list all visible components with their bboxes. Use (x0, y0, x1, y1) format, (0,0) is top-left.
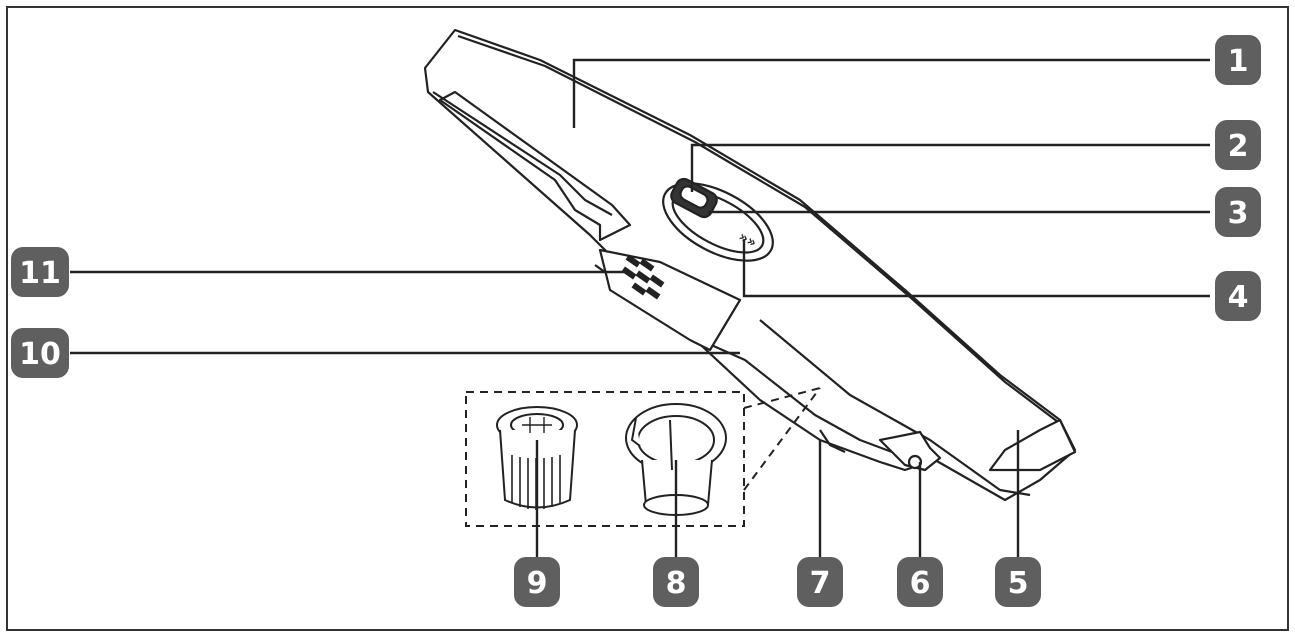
air-vent (621, 254, 665, 300)
vacuum-top-ridge (457, 34, 1063, 426)
accessory-inset-box (465, 391, 745, 527)
callout-6-number: 6 (910, 566, 931, 601)
callout-7: 7 (797, 557, 843, 607)
callout-10-badge (11, 328, 69, 378)
leader-lines (70, 58, 1210, 568)
callout-11: 11 (11, 247, 69, 297)
callout-5-badge (995, 557, 1041, 607)
holder-rib (669, 419, 673, 471)
accessory-inset (465, 387, 821, 527)
power-button-face (679, 185, 709, 209)
callout-8-number: 8 (666, 566, 687, 601)
callout-4: 4 (1215, 271, 1261, 321)
callout-3-number: 3 (1228, 196, 1249, 231)
callout-2-number: 2 (1228, 129, 1249, 164)
callout-1: 1 (1215, 35, 1261, 85)
leader-1 (572, 58, 1210, 128)
callout-6: 6 (897, 557, 943, 607)
callout-11-badge (11, 247, 69, 297)
callout-2: 2 (1215, 120, 1261, 170)
callout-2-badge (1215, 120, 1261, 170)
filter-grid (522, 417, 552, 433)
callout-11-number: 11 (19, 256, 61, 291)
callout-9: 9 (514, 557, 560, 607)
inset-leader-bottom (743, 387, 821, 491)
callout-9-badge (514, 557, 560, 607)
release-latch (878, 430, 942, 472)
callout-4-number: 4 (1228, 280, 1249, 315)
callout-8: 8 (653, 557, 699, 607)
handle-grip-edge (432, 91, 613, 216)
callout-5-number: 5 (1008, 566, 1029, 601)
underside-clip (819, 429, 846, 453)
callout-4-badge (1215, 271, 1261, 321)
holder-top-inner (637, 415, 715, 465)
callout-8-badge (653, 557, 699, 607)
nozzle-tip (988, 418, 1077, 472)
callout-5: 5 (995, 557, 1041, 607)
mode-indicator-icon: »» (736, 229, 759, 252)
callout-3: 3 (1215, 187, 1261, 237)
vacuum-bottom-edge (759, 319, 1031, 497)
holder-tab (630, 417, 641, 447)
callout-1-number: 1 (1228, 44, 1249, 79)
leader-2 (690, 143, 1210, 192)
leader-4 (742, 240, 1210, 298)
callout-7-badge (797, 557, 843, 607)
callout-6-badge (897, 557, 943, 607)
vacuum-body: »» (423, 28, 1077, 502)
callout-3-badge (1215, 187, 1261, 237)
callout-10: 10 (11, 328, 69, 378)
callout-1-badge (1215, 35, 1261, 85)
callout-9-number: 9 (527, 566, 548, 601)
callout-7-number: 7 (810, 566, 831, 601)
callout-badges: 1 2 3 4 5 6 7 8 9 10 11 (11, 35, 1261, 607)
callout-10-number: 10 (19, 337, 61, 372)
handle-grip-recess (438, 90, 632, 242)
